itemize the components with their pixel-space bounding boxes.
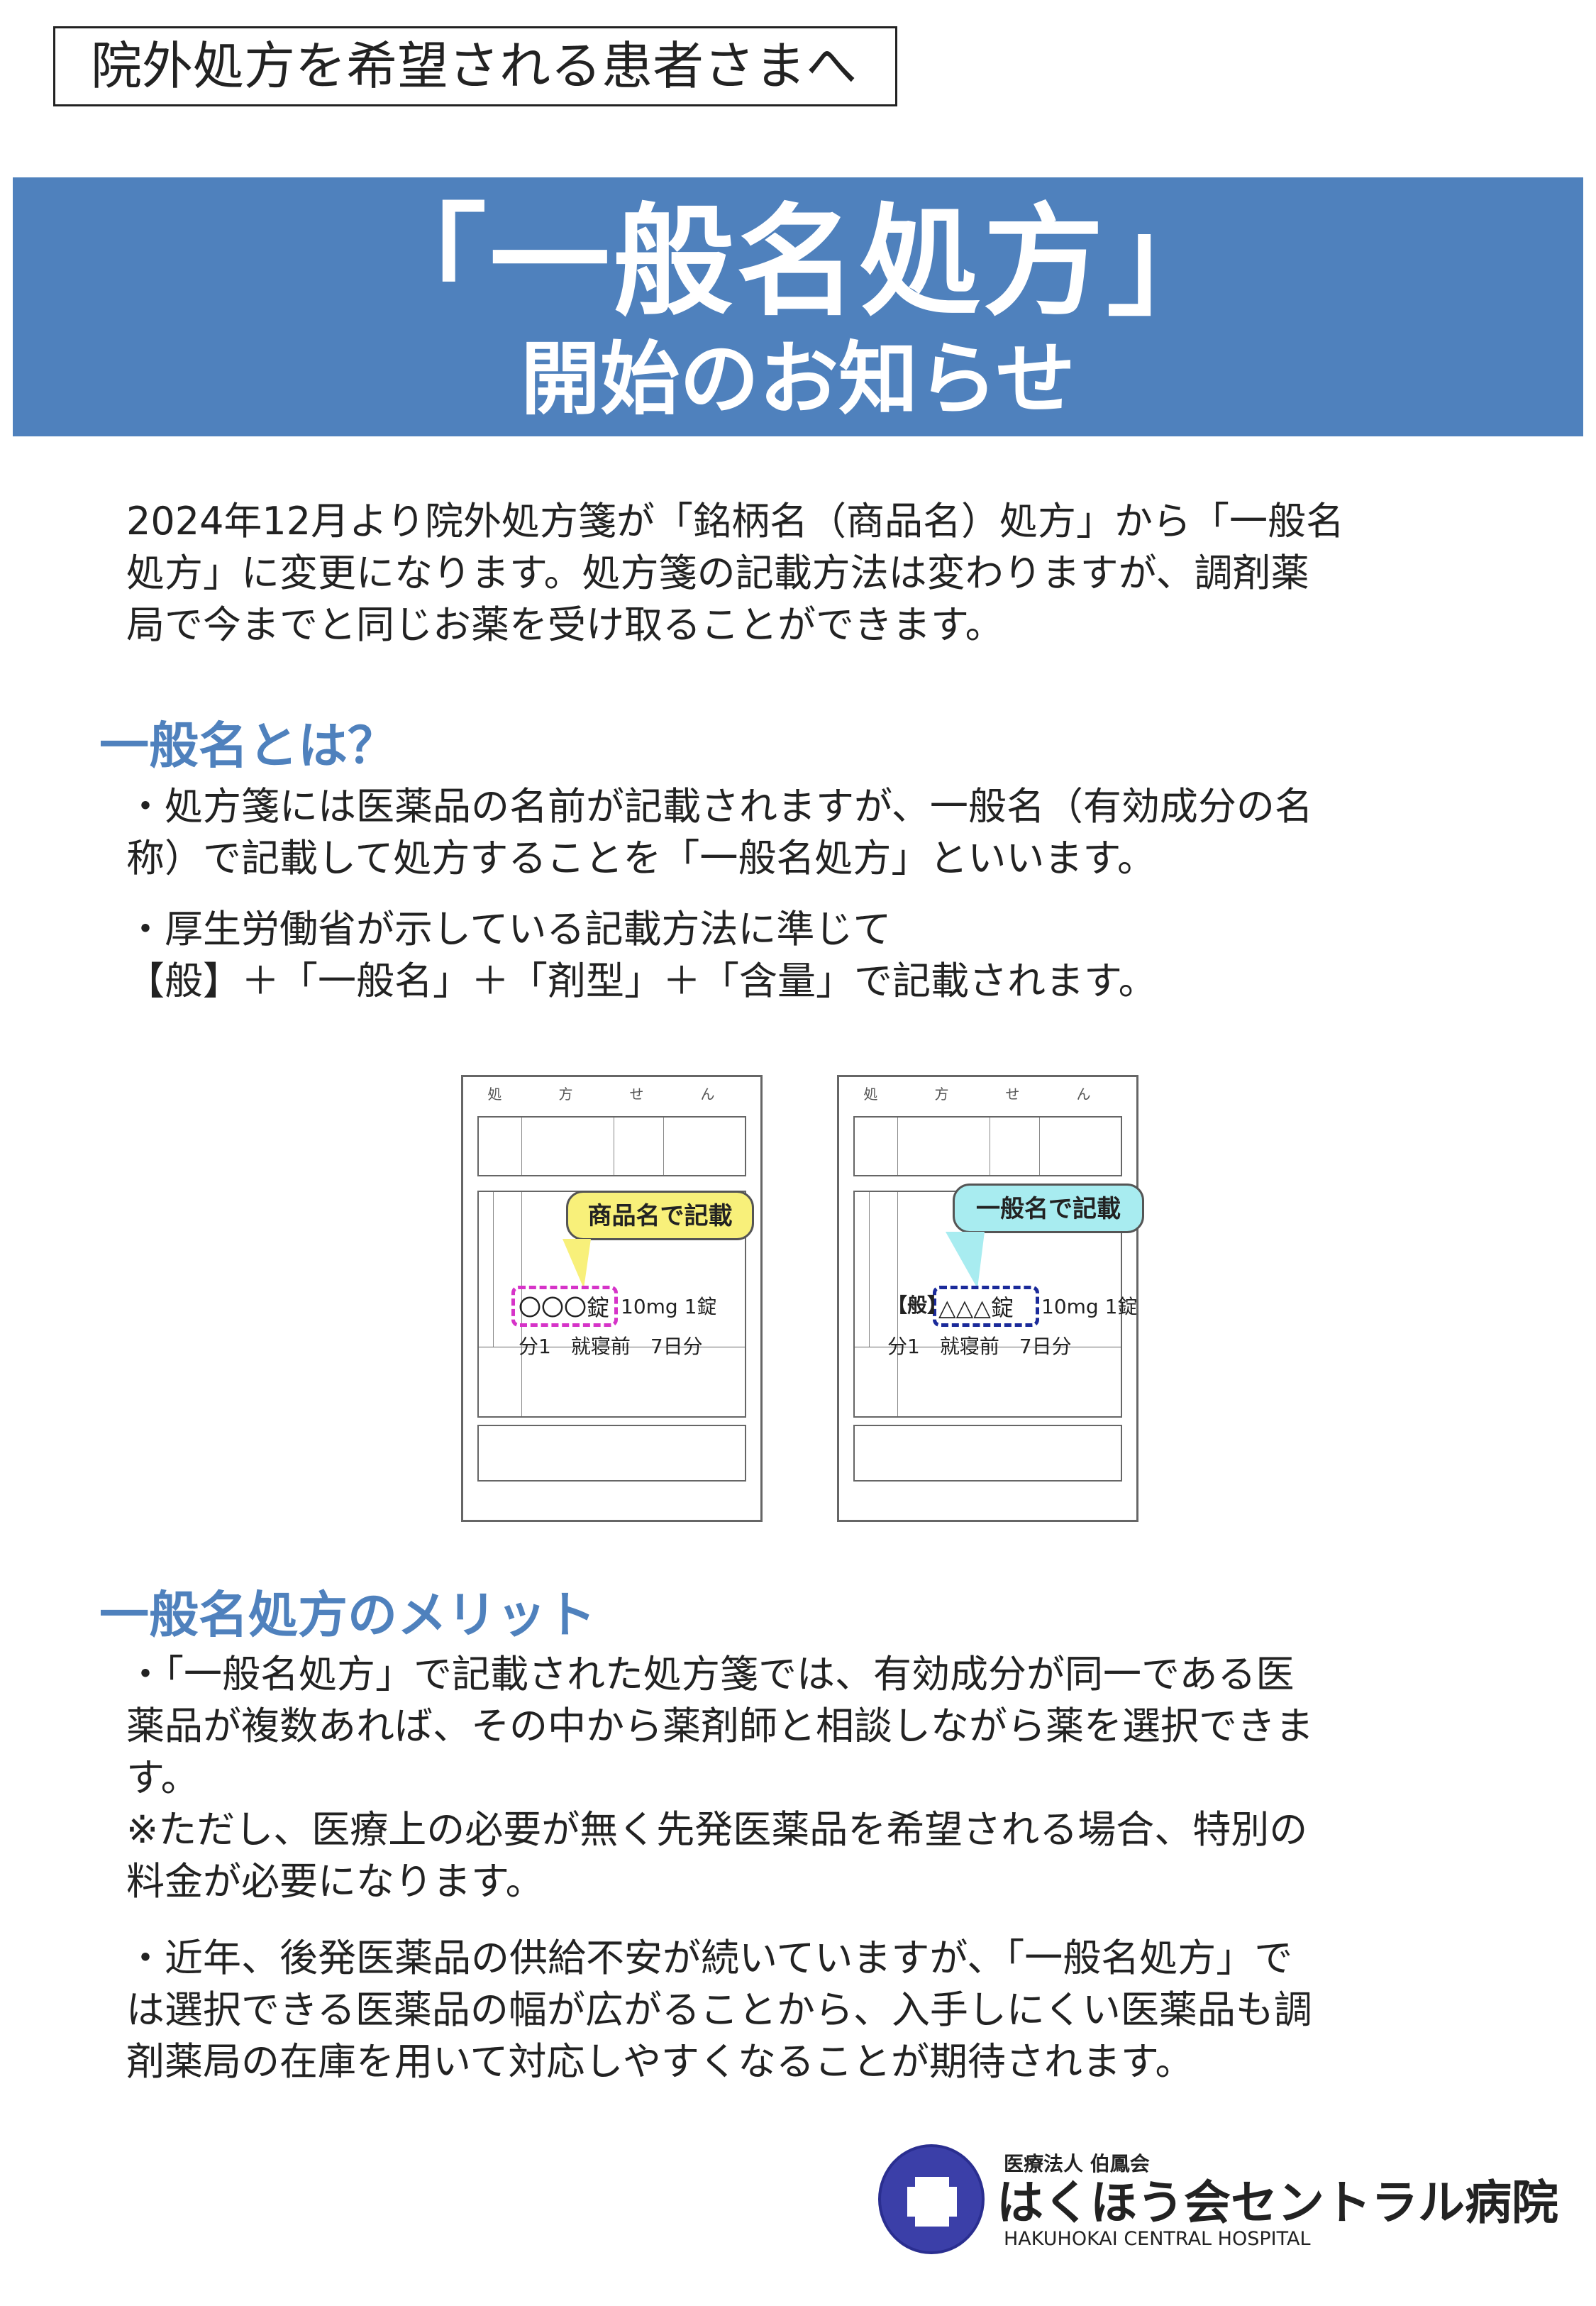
main-title: 「一般名処方」	[365, 192, 1230, 333]
corporation-name: 医療法人 伯鳳会	[1004, 2152, 1150, 2175]
subtitle: 開始のお知らせ	[521, 333, 1075, 426]
generic-prefix: 【般】	[887, 1293, 948, 1317]
form-title: 処 方 せ ん	[487, 1086, 736, 1103]
drug-dose: 10mg 1錠	[1041, 1295, 1138, 1318]
highlight-box	[933, 1286, 1039, 1327]
title-banner: 「一般名処方」 開始のお知らせ	[13, 177, 1583, 436]
callout-brand-name: 商品名で記載	[566, 1191, 754, 1240]
section-heading-merits: 一般名処方のメリット	[99, 1586, 596, 1644]
drug-name: 〇〇〇錠	[519, 1294, 610, 1321]
bullet-line: 薬品が複数あれば、その中から薬剤師と相談しながら薬を選択できま	[126, 1704, 1314, 1748]
callout-generic-name: 一般名で記載	[953, 1184, 1144, 1233]
intro-line: 処方」に変更になります。処方箋の記載方法は変わりますが、調剤薬	[126, 551, 1309, 595]
bullet: ・処方箋には医薬品の名前が記載されますが、一般名（有効成分の名 称）で記載して処…	[126, 780, 1313, 884]
bullet-line: ・処方箋には医薬品の名前が記載されますが、一般名（有効成分の名	[126, 784, 1313, 829]
bullet-line: 【般】＋「一般名」＋「剤型」＋「含量」で記載されます。	[126, 959, 1157, 1003]
highlight-box	[511, 1286, 618, 1327]
bullet-line: す。	[126, 1755, 199, 1800]
prescription-generic-name-example: 処 方 せ ん 一般名で記載 【般】 △△△錠 10mg 1錠 分1 就寝前 7…	[837, 1075, 1144, 1522]
bullet: ・近年、後発医薬品の供給不安が続いていますが、「一般名処方」で は選択できる医薬…	[126, 1932, 1312, 2087]
note-line: 料金が必要になります。	[126, 1859, 544, 1904]
bullet-line: ・厚生労働省が示している記載方法に準じて	[126, 907, 892, 951]
bullet-line: 称）で記載して処方することを「一般名処方」といいます。	[126, 836, 1156, 881]
prescription-brand-name-example: 処 方 せ ん 商品名で記載 〇〇〇錠 10mg 1錠 分1 就寝前 7日分	[461, 1075, 763, 1522]
hospital-logo-icon	[878, 2144, 985, 2254]
intro-paragraph: 2024年12月より院外処方箋が「銘柄名（商品名）処方」から「一般名 処方」に変…	[126, 495, 1344, 651]
form-title: 処 方 せ ん	[863, 1086, 1112, 1103]
drug-usage: 分1 就寝前 7日分	[519, 1335, 703, 1358]
hospital-name: はくほう会セントラル病院	[997, 2175, 1558, 2230]
bullet-line: ・近年、後発医薬品の供給不安が続いていますが、「一般名処方」で	[126, 1936, 1293, 1980]
bullet: ・厚生労働省が示している記載方法に準じて 【般】＋「一般名」＋「剤型」＋「含量」…	[126, 903, 1157, 1007]
note-line: ※ただし、医療上の必要が無く先発医薬品を希望される場合、特別の	[126, 1807, 1308, 1852]
drug-dose: 10mg 1錠	[621, 1295, 717, 1318]
intro-line: 局で今までと同じお薬を受け取ることができます。	[126, 602, 1004, 647]
bullet-line: は選択できる医薬品の幅が広がることから、入手しにくい医薬品も調	[126, 1987, 1312, 2032]
bullet-line: 剤薬局の在庫を用いて対応しやすくなることが期待されます。	[126, 2039, 1194, 2084]
hospital-english-name: HAKUHOKAI CENTRAL HOSPITAL	[1004, 2228, 1311, 2250]
drug-usage: 分1 就寝前 7日分	[887, 1335, 1072, 1358]
bullet: ・「一般名処方」で記載された処方箋では、有効成分が同一である医 薬品が複数あれば…	[126, 1648, 1314, 1907]
intro-line: 2024年12月より院外処方箋が「銘柄名（商品名）処方」から「一般名	[126, 499, 1345, 544]
drug-name: △△△錠	[938, 1294, 1014, 1321]
section-heading-generic-name: 一般名とは？	[99, 717, 397, 775]
audience-label: 院外処方を希望される患者さまへ	[53, 26, 897, 106]
bullet-line: ・「一般名処方」で記載された処方箋では、有効成分が同一である医	[126, 1652, 1295, 1697]
